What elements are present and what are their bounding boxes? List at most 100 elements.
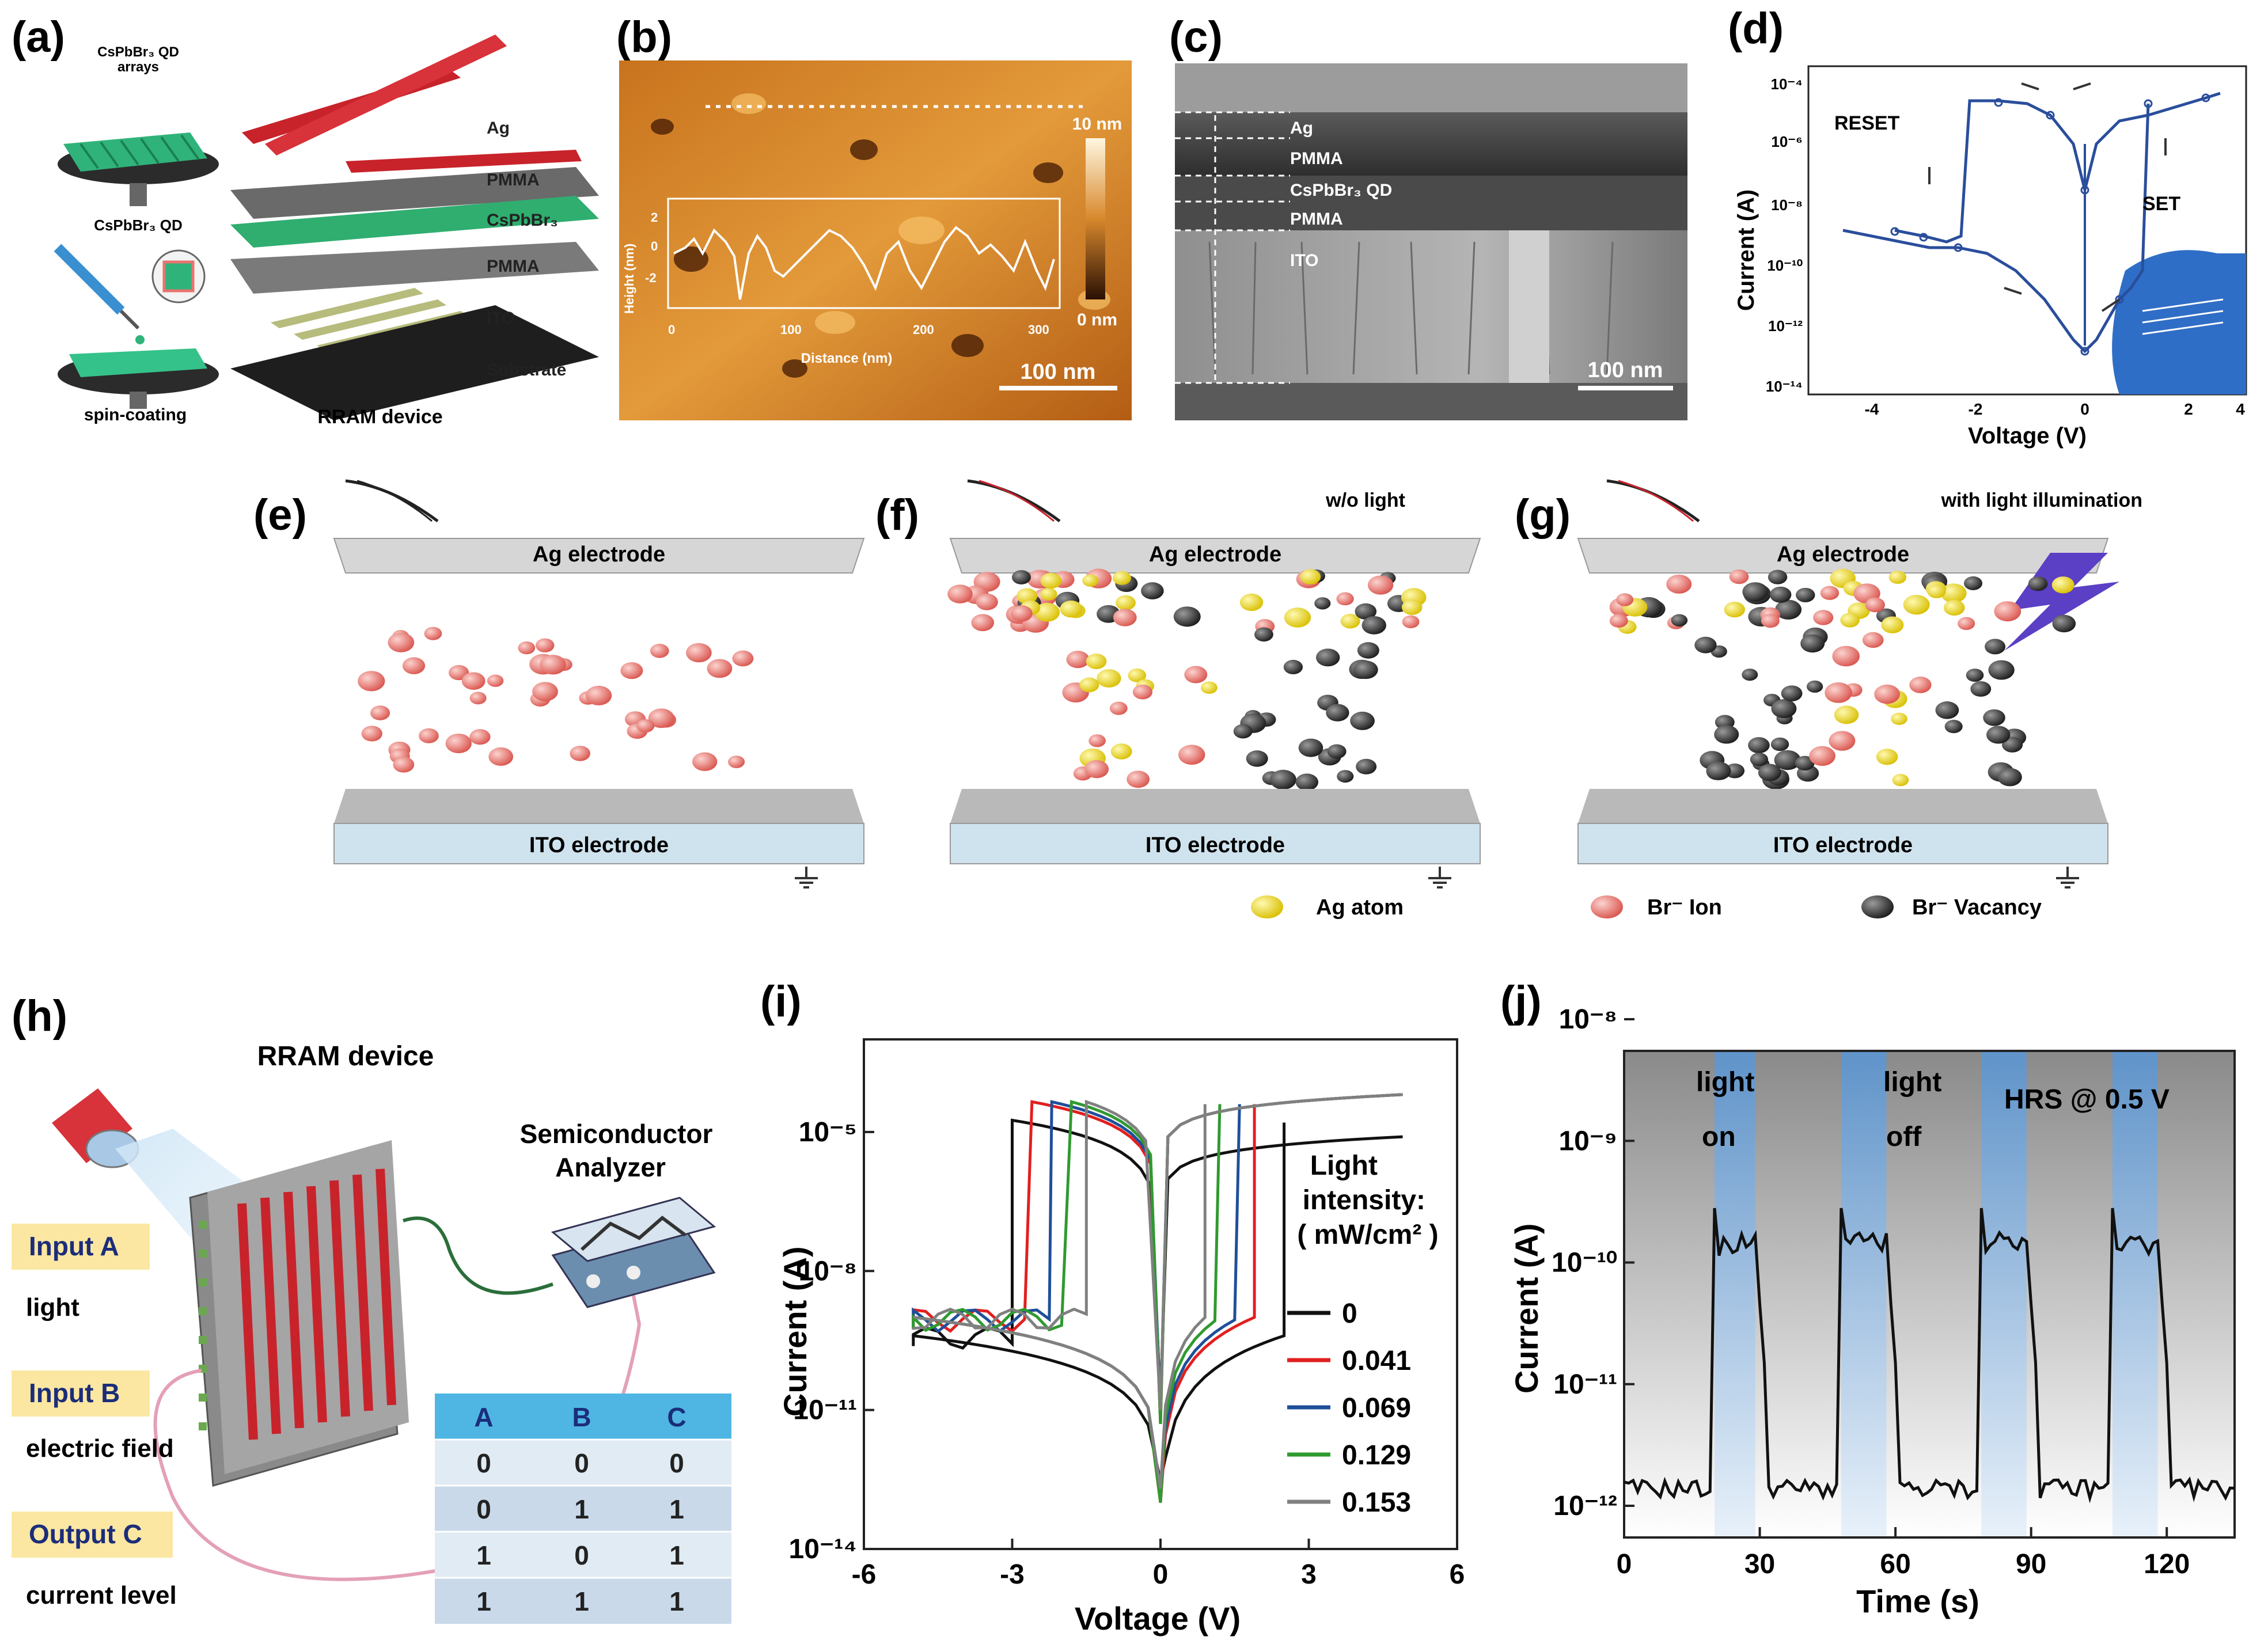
br-ion	[358, 671, 385, 692]
i-xtick-label: -3	[1000, 1559, 1025, 1590]
j-xlabel: Time (s)	[1856, 1583, 1979, 1619]
sem-label-qd: CsPbBr₃ QD	[1290, 181, 1392, 200]
br-ion	[707, 659, 733, 678]
j-light-band	[1841, 1051, 1887, 1537]
table-header-cell: C	[667, 1402, 686, 1432]
br-vacancy	[1337, 770, 1354, 783]
ag-atom	[1881, 616, 1904, 633]
semiconductor-analyzer-icon	[551, 1197, 716, 1308]
br-ion	[1865, 597, 1885, 613]
table-cell: 1	[476, 1586, 491, 1616]
j-light-band	[1981, 1051, 2027, 1537]
input-b-desc: electric field	[26, 1434, 174, 1463]
i-series-line-hrs	[913, 1122, 1286, 1481]
br-vacancy	[1983, 709, 2005, 726]
i-ylabel: Current (A)	[777, 1246, 813, 1417]
panel-d: (d) RESET SET 10⁻⁴ 10⁻⁶ 10⁻⁸ 10⁻¹⁰	[1728, 4, 2247, 449]
d-xtick: 4	[2236, 400, 2245, 418]
br-ion	[648, 708, 674, 728]
g-note: with light illumination	[1941, 489, 2142, 511]
j-xtick-label: 0	[1617, 1549, 1632, 1580]
br-vacancy	[1350, 711, 1375, 730]
i-series	[912, 1093, 1403, 1503]
br-ion	[1616, 593, 1634, 606]
br-vacancy	[1800, 634, 1825, 653]
panel-label-e: (e)	[253, 491, 307, 540]
sem-label-pmma-2: PMMA	[1290, 210, 1343, 229]
j-ytick-label: 10⁻¹²	[1553, 1491, 1617, 1521]
ag-electrode	[1577, 538, 2109, 574]
set-label: SET	[2142, 193, 2180, 215]
afm-ylabel: Height (nm)	[622, 244, 636, 314]
br-ion	[1874, 684, 1900, 704]
d-ytick: 10⁻¹⁰	[1767, 257, 1803, 274]
particles	[947, 568, 1427, 791]
sem-scale-bar-label: 100 nm	[1588, 358, 1663, 382]
table-header-cell: A	[474, 1402, 493, 1432]
afm-image	[619, 60, 1132, 420]
br-vacancy	[1781, 685, 1803, 702]
br-vacancy	[1706, 761, 1731, 780]
br-vacancy	[1963, 576, 1983, 590]
br-ion	[1829, 731, 1856, 751]
ag-atom	[1834, 705, 1859, 724]
j-ylabel: Current (A)	[1508, 1223, 1545, 1394]
afm-xtick: 0	[668, 322, 675, 337]
ito-electrode-label: ITO electrode	[529, 833, 669, 857]
table-cell: 1	[574, 1494, 589, 1524]
br-vacancy	[1233, 724, 1253, 739]
output-c-desc: current level	[26, 1581, 177, 1609]
afm-profile-inset	[667, 198, 1061, 309]
br-ion	[1184, 666, 1208, 684]
br-vacancy	[1775, 599, 1802, 620]
br-ion	[1132, 684, 1153, 700]
d-ytick: 10⁻⁶	[1771, 133, 1803, 150]
legend-ag-atom-icon	[1251, 895, 1283, 918]
ag-atom	[1086, 654, 1107, 669]
table-cell: 0	[476, 1448, 491, 1478]
br-ion	[1958, 617, 1975, 631]
ag-electrode	[949, 538, 1481, 574]
br-ions	[358, 627, 754, 773]
ag-atom	[1284, 608, 1311, 628]
br-ion	[393, 757, 415, 773]
ag-atom	[1112, 571, 1131, 585]
d-xlabel: Voltage (V)	[1968, 423, 2087, 449]
i-legend: Light intensity: ( mW/cm² ) 00.0410.0690…	[1287, 1151, 1439, 1518]
i-xtick-label: 0	[1153, 1559, 1169, 1590]
ag-electrode	[333, 538, 865, 574]
panel-label-b: (b)	[616, 13, 672, 62]
ag-atom	[1017, 588, 1038, 604]
ag-atom	[1082, 574, 1099, 587]
afm-xtick: 300	[1028, 322, 1049, 337]
br-vacancy	[1758, 764, 1781, 781]
ag-atom	[1239, 593, 1264, 612]
i-ytick-label: 10⁻⁸	[799, 1256, 857, 1286]
ag-atom	[1040, 587, 1057, 601]
br-ion	[424, 627, 442, 640]
device-photo	[2112, 250, 2246, 394]
br-vacancy	[1742, 669, 1758, 681]
br-ion	[1066, 651, 1090, 669]
ag-atom	[1927, 584, 1946, 598]
ag-atom	[2051, 576, 2074, 594]
ag-atom	[1097, 669, 1121, 688]
input-a-desc: light	[26, 1293, 79, 1322]
table-cell: 0	[574, 1448, 589, 1478]
br-ion	[1084, 760, 1109, 779]
br-ion	[976, 593, 998, 610]
afm-ytick: -2	[645, 271, 657, 285]
i-ytick-label: 10⁻¹⁴	[789, 1534, 857, 1565]
panel-label-d: (d)	[1728, 4, 1784, 53]
br-vacancy	[2002, 736, 2023, 753]
ground-icon	[2056, 867, 2079, 889]
br-vacancy	[1254, 627, 1273, 642]
j-light-off-1: light	[1883, 1067, 1941, 1098]
d-ytick: 10⁻⁸	[1771, 196, 1803, 214]
i-xlabel: Voltage (V)	[1075, 1600, 1241, 1637]
panel-label-i: (i)	[760, 977, 802, 1026]
br-vacancy	[1694, 636, 1717, 654]
j-xtick-label: 30	[1744, 1549, 1775, 1580]
